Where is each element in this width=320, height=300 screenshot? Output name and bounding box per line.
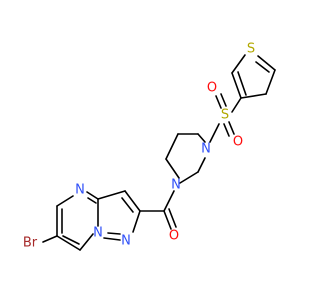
oxygen-atom: O (233, 135, 243, 150)
atom-labels: Br N N N O N N S O O S (23, 42, 255, 251)
molecule-canvas: Br N N N O N N S O O S (22, 41, 276, 251)
bond-n-s (209, 123, 220, 143)
bond-thiophene (265, 69, 276, 95)
bond-thiophene (231, 54, 246, 74)
bond-ring (132, 210, 141, 233)
bond-c-o (163, 210, 172, 230)
oxygen-atom: O (169, 229, 179, 244)
sulfur-atom: S (247, 42, 255, 57)
nitrogen-atom: N (93, 226, 103, 241)
bond-s-c (231, 97, 242, 113)
bond-piperazine (197, 157, 206, 173)
bond-piperazine (165, 133, 179, 160)
bond-thiophene (240, 93, 267, 99)
bonds (42, 54, 276, 251)
sulfur-atom: S (221, 108, 229, 123)
bond-s-o-double (223, 123, 230, 137)
bond-s-o (228, 121, 235, 135)
bromine-atom: Br (23, 236, 38, 251)
bond-ring-double (121, 197, 134, 213)
bond-s-o (215, 95, 222, 109)
bond-thiophene-double (255, 61, 270, 73)
bond-s-o-double (220, 93, 227, 107)
bond-piperazine (197, 133, 206, 143)
bond-thiophene (257, 55, 276, 71)
nitrogen-atom: N (75, 183, 85, 198)
bond-thiophene-double (237, 71, 247, 96)
bond-piperazine (165, 158, 180, 179)
nitrogen-atom: N (201, 142, 211, 157)
bond-ring (56, 235, 81, 251)
bond-ring (86, 191, 99, 200)
oxygen-atom: O (207, 81, 217, 96)
bond-ring-double (62, 235, 80, 245)
bond-piperazine (179, 171, 199, 184)
nitrogen-atom: N (171, 178, 181, 193)
bond-c-n (163, 190, 175, 212)
bond-ring-double (107, 232, 121, 235)
bond-c-o-double (168, 208, 177, 228)
bond-ring-double (87, 197, 97, 204)
nitrogen-atom: N (121, 234, 131, 249)
molecule-structure: Br N N N O N N S O O S (23, 42, 276, 251)
bond-ring (97, 190, 126, 200)
bond-ring (103, 237, 121, 241)
bond-ring (56, 195, 74, 207)
bond-ring (79, 233, 94, 251)
bond-br-c (42, 235, 58, 243)
bond-ring (124, 190, 141, 212)
bond-thiophene (231, 72, 242, 99)
